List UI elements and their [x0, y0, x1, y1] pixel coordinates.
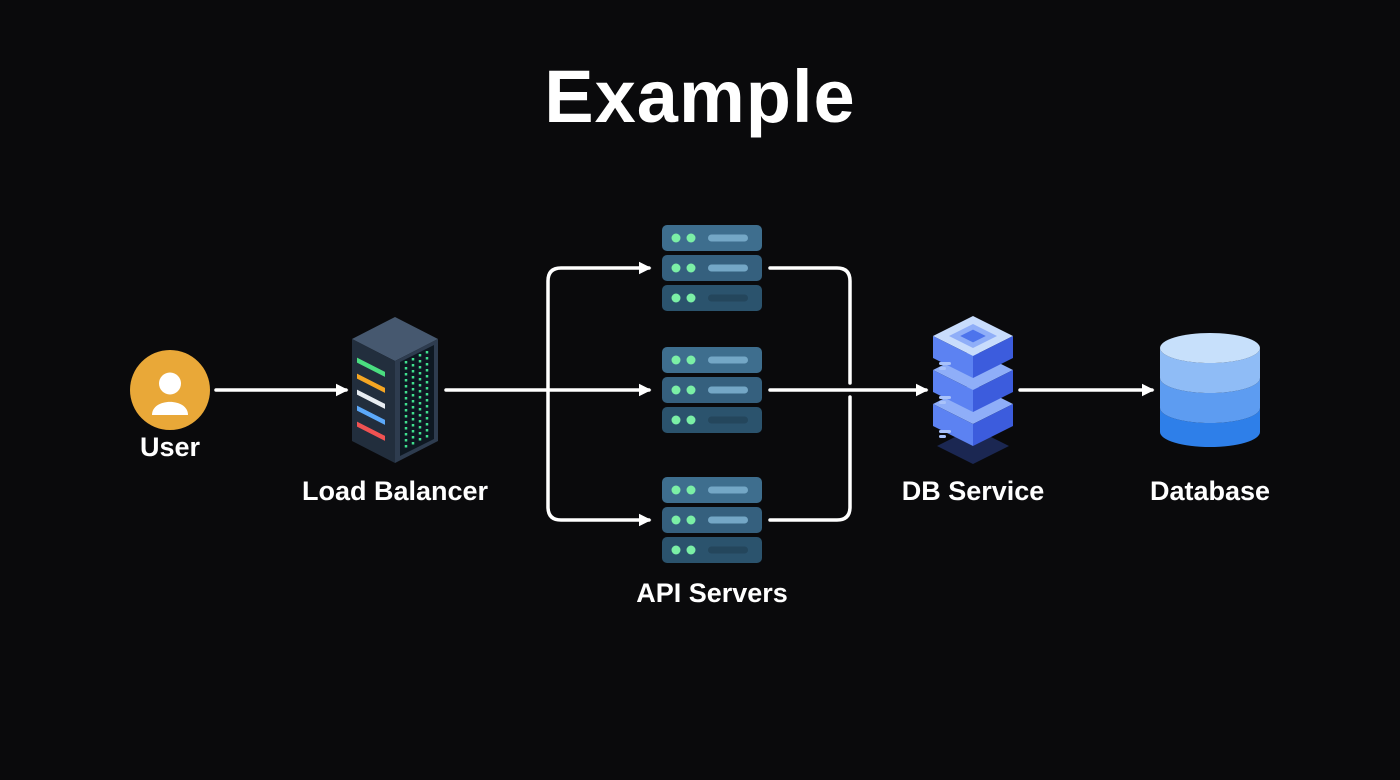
api-server-icon-2 — [662, 347, 762, 433]
user-torso — [152, 401, 188, 415]
load-balancer-label: Load Balancer — [301, 476, 489, 506]
database-band-bottom — [1160, 408, 1260, 447]
user-icon — [130, 350, 210, 430]
user-label: User — [139, 432, 201, 462]
edge-api-1-to-db-service — [768, 266, 852, 385]
db-service-label: DB Service — [901, 476, 1045, 506]
database-top-ellipse — [1160, 333, 1260, 363]
db-service-icon — [933, 316, 1013, 464]
api-server-icon-1 — [662, 225, 762, 311]
server-slabs — [662, 347, 762, 433]
edge-load-balancer-to-api-1 — [546, 261, 652, 392]
lb-screen-panel — [400, 345, 434, 456]
server-slabs — [662, 477, 762, 563]
database-band-middle — [1160, 378, 1260, 423]
edge-api-3-to-db-service — [768, 395, 852, 522]
server-slabs — [662, 225, 762, 311]
api-servers-label: API Servers — [636, 578, 788, 608]
database-icon — [1160, 333, 1260, 447]
lb-status-lights — [357, 357, 385, 441]
api-server-icon-3 — [662, 477, 762, 563]
edge-load-balancer-to-api-3 — [546, 388, 652, 527]
user-head — [159, 372, 181, 395]
db-service-layer-top — [933, 316, 1013, 378]
database-label: Database — [1149, 476, 1271, 506]
database-band-top — [1160, 348, 1260, 393]
diagram-title: Example — [544, 55, 856, 138]
load-balancer-icon — [352, 317, 438, 463]
